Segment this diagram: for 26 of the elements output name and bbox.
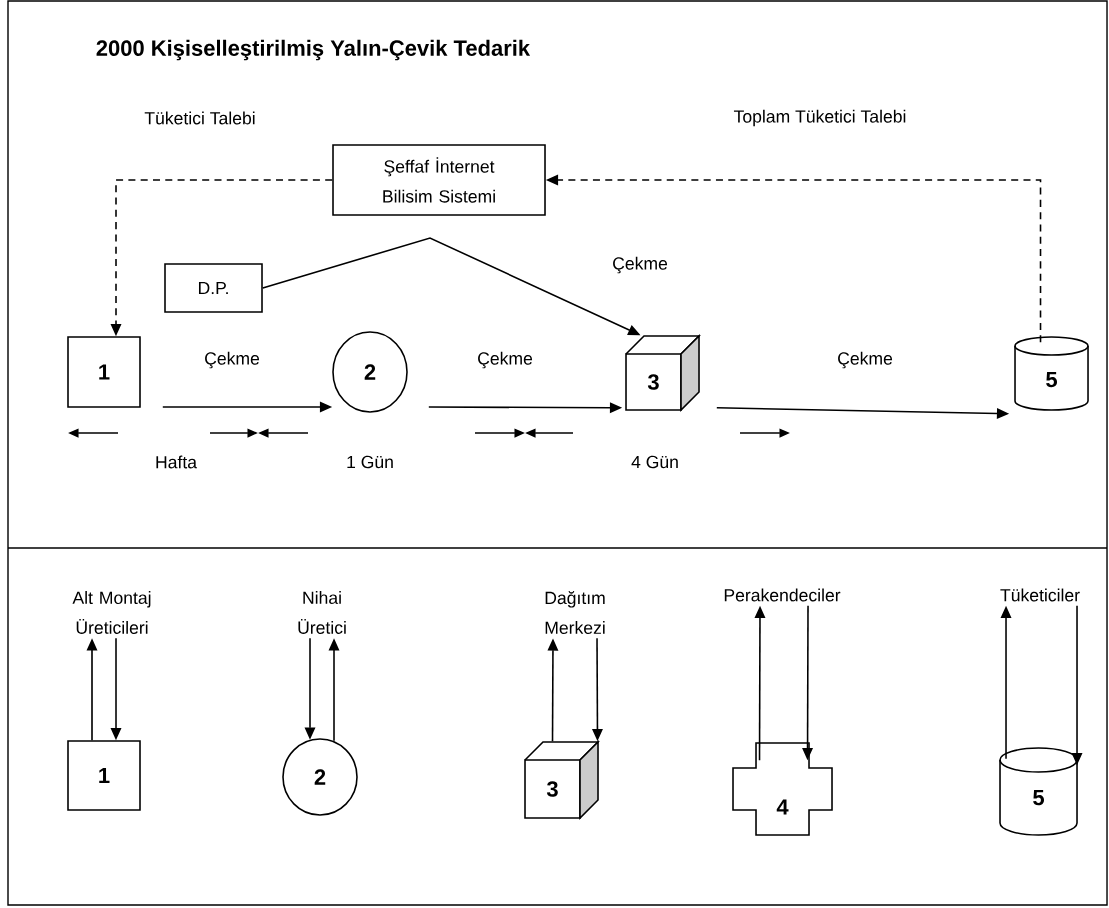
cylinder-node: 5 [999, 747, 1078, 836]
text-label: 4 Gün [631, 455, 678, 469]
title: 2000 Kişiselleştirilmiş Yalın-Çevik Tedarik [96, 39, 531, 61]
node-label: Nihai Üretici [298, 591, 346, 634]
info-box: Şeffaf İnternet Bilisim Sistemi [332, 144, 546, 216]
edge-label: Çekme [475, 350, 535, 370]
circle-node: 2 [332, 331, 408, 413]
process-box: 1 [67, 740, 141, 811]
text-label: Tüketici Talebi [144, 111, 255, 125]
cylinder-node: 5 [1014, 336, 1089, 411]
edge-label: Çekme [202, 350, 262, 370]
text-label: Hafta [156, 455, 197, 469]
node-label: Perakendeciler [724, 588, 841, 602]
edge-label: Çekme [835, 350, 895, 370]
node-label: 5 [1046, 371, 1058, 388]
process-box: 1 [67, 336, 141, 408]
text-label: Toplam Tüketici Talebi [733, 109, 906, 127]
text-label: 1 Gün [347, 455, 393, 469]
node-label: Tüketiciler [1000, 588, 1080, 602]
circle-node: 2 [282, 738, 358, 816]
node-label: Dağıtım Merkezi [545, 591, 605, 634]
cross-node: 4 [732, 742, 833, 836]
node-label: Alt Montaj Üreticileri [72, 591, 151, 634]
info-box: D.P. [164, 263, 263, 313]
node-label: 5 [1033, 789, 1045, 806]
text-label: Çekme [613, 256, 668, 274]
